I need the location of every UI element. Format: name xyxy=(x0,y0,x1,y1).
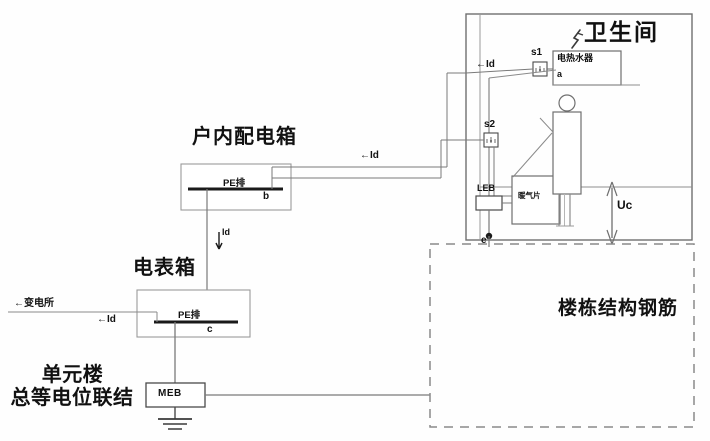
meb-label: MEB xyxy=(158,388,182,399)
radiator-box xyxy=(511,175,561,225)
person-body-icon xyxy=(552,111,582,195)
water-heater-box xyxy=(552,50,622,86)
arc-fault-tick xyxy=(576,32,584,36)
leb-box xyxy=(475,195,503,211)
unit-building-title-line2: 总等电位联结 xyxy=(10,387,134,409)
node-b-label: b xyxy=(263,191,270,202)
building-rebar-box xyxy=(429,243,695,428)
uc-arrow-head-top xyxy=(606,181,618,197)
node-c-label: c xyxy=(207,324,213,335)
arc-fault-symbol xyxy=(571,29,581,49)
unit-building-title-line1: 单元楼 xyxy=(41,364,104,386)
pe-bar-indoor-label: PE排 xyxy=(223,178,246,189)
current-id-heater-label: ←Id xyxy=(476,59,495,70)
bathroom-title: 卫生间 xyxy=(584,19,659,45)
id-down-arrow xyxy=(215,232,223,250)
current-id-down-label: Id xyxy=(222,227,230,237)
node-a-label: a xyxy=(557,69,563,79)
substation-label: ←变电所 xyxy=(14,298,54,309)
node-e-label: e xyxy=(481,235,487,246)
radiator-label: 暖气片 xyxy=(518,191,541,200)
uc-arrow-head-bottom xyxy=(606,229,618,245)
switch-s1-label: s1 xyxy=(531,47,543,58)
building-rebar-title: 楼栋结构钢筋 xyxy=(558,298,679,319)
bathroom-room-box xyxy=(465,13,693,241)
wire-heater-to-leb-diag xyxy=(488,69,557,79)
person-head-icon xyxy=(558,94,576,112)
wire-s1-feed-horizontal xyxy=(465,68,534,74)
water-heater-label: 电热水器 xyxy=(557,53,594,63)
meter-box-title: 电表箱 xyxy=(133,257,196,279)
indoor-panel-title: 户内配电箱 xyxy=(192,126,297,148)
indoor-panel-box xyxy=(180,163,292,211)
pe-bar-meter-label: PE排 xyxy=(178,310,201,321)
switch-s2-label: s2 xyxy=(484,119,496,130)
leb-label: LEB xyxy=(477,183,495,193)
person-arm-icon xyxy=(539,117,554,133)
meter-box xyxy=(136,289,251,338)
meb-box xyxy=(145,382,206,408)
current-id-panel-label: ←Id xyxy=(360,150,379,161)
socket-s1-dot xyxy=(538,68,542,72)
uc-voltage-label: Uc xyxy=(617,198,633,212)
radiator-lead-diagonal xyxy=(512,132,553,178)
current-id-substation-label: ←Id xyxy=(97,314,116,325)
socket-s2-dot xyxy=(489,139,493,143)
